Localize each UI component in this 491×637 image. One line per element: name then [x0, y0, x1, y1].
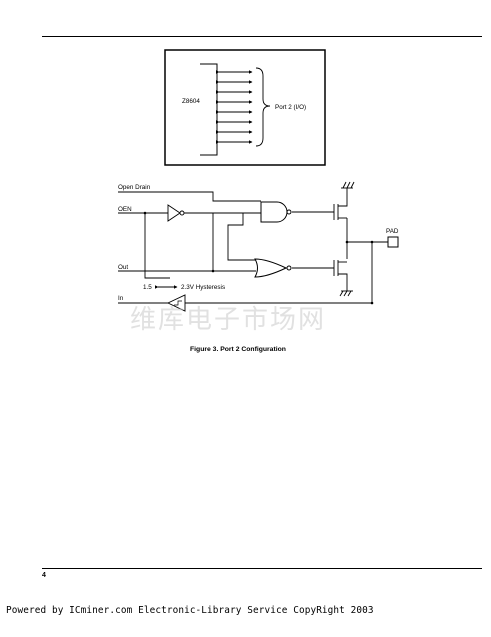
- hysteresis-high-label: 2.3V Hysteresis: [181, 284, 225, 291]
- pad-label: PAD: [386, 228, 399, 235]
- port-brace: [255, 67, 271, 147]
- footer-credit: Powered by ICminer.com Electronic-Librar…: [6, 605, 374, 616]
- out-label: Out: [118, 264, 128, 271]
- port-label: Port 2 (I/O): [275, 104, 306, 111]
- watermark-text: 维库电子市场网: [130, 305, 326, 335]
- nmos-transistor: [333, 260, 353, 297]
- pad-box: [387, 236, 399, 248]
- nand-gate: [260, 201, 292, 223]
- figure-caption: Figure 3. Port 2 Configuration: [190, 346, 286, 353]
- page-number: 4: [42, 572, 46, 579]
- top-rule: [42, 36, 482, 37]
- in-label: In: [118, 295, 124, 302]
- inverter-gate: [167, 204, 185, 222]
- schematic-wires: [118, 191, 388, 304]
- chip-outline: [200, 63, 218, 156]
- nor-gate: [254, 258, 292, 278]
- chip-label: Z8604: [182, 98, 200, 105]
- block-diagram-frame: [164, 49, 326, 166]
- port-arrows: [216, 70, 253, 144]
- pmos-transistor: [333, 181, 355, 221]
- junction-dots: [143, 211, 374, 305]
- open-drain-label: Open Drain: [118, 184, 151, 191]
- schmitt-buffer: [166, 294, 186, 312]
- hysteresis-low-label: 1.5: [143, 284, 152, 291]
- bottom-rule: [42, 568, 482, 569]
- oen-label: OEN: [118, 206, 132, 213]
